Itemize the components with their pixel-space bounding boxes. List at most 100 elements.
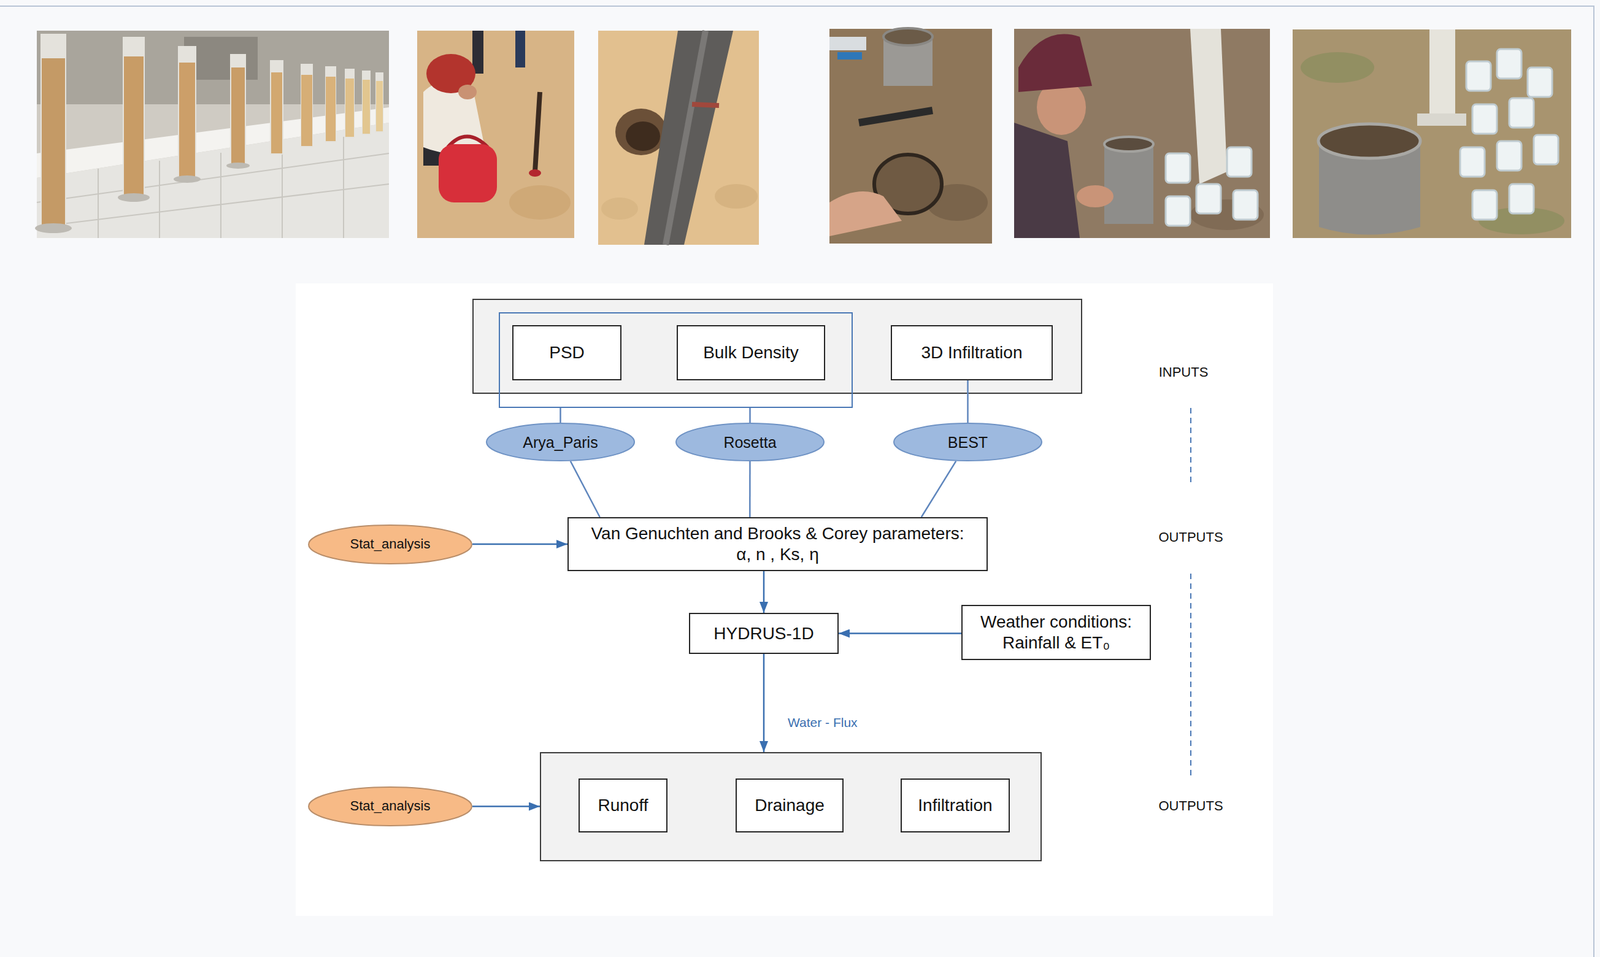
photo-detail [509, 185, 571, 220]
analysis-ellipse: Stat_analysis [307, 524, 473, 565]
process-box: PSD [512, 325, 622, 381]
photo-detail [325, 76, 336, 142]
photo-detail [883, 28, 933, 46]
photo-detail [1429, 29, 1456, 116]
photo-detail [665, 30, 706, 245]
method-ellipse: Rosetta [675, 422, 825, 462]
group-panel: PSD Bulk Density 3D Infiltration [472, 298, 1083, 394]
photo-detail [1104, 136, 1154, 152]
photo-detail [598, 30, 759, 245]
photo-detail [325, 66, 337, 143]
photo-detail [692, 104, 720, 106]
photo-detail [361, 70, 371, 135]
process-box: Van Genuchten and Brooks & Corey paramet… [567, 517, 988, 572]
photo-detail [226, 162, 250, 169]
photo-detail [301, 74, 313, 147]
photo-detail [1472, 104, 1497, 134]
photo-detail [1018, 34, 1093, 93]
photo-detail [123, 56, 144, 196]
photo-detail [1104, 144, 1154, 224]
photo-detail [177, 46, 197, 178]
connector-line [749, 407, 751, 423]
photo-detail [345, 78, 354, 137]
edge-label: Water - Flux [785, 715, 860, 731]
ellipse-shape [676, 423, 824, 461]
section-label: INPUTS [1158, 364, 1209, 381]
process-box: Weather conditions: Rainfall & ET₀ [961, 604, 1151, 661]
photo-lab-cylinders [34, 30, 389, 239]
photo-detail [1014, 28, 1270, 239]
photo-detail [528, 169, 542, 177]
photo-detail [1533, 134, 1559, 165]
photo-detail [1527, 67, 1553, 97]
section-label: OUTPUTS [1158, 529, 1223, 546]
photo-detail [36, 136, 389, 239]
flow-arrow [472, 805, 540, 808]
photo-detail [1014, 122, 1080, 239]
photo-detail [1417, 113, 1467, 126]
page-frame [0, 6, 1594, 957]
connector-line [570, 461, 600, 518]
photo-detail [534, 92, 540, 172]
photo-detail [829, 191, 902, 237]
process-box: Infiltration [900, 778, 1010, 833]
analysis-ellipse: Stat_analysis [307, 786, 473, 827]
connector-line [921, 461, 957, 518]
connector-line [559, 407, 562, 423]
photo-detail [1318, 123, 1421, 159]
connector-line [966, 380, 969, 423]
photo-detail [344, 68, 355, 139]
photo-detail [438, 144, 497, 203]
node-label: Stat_analysis [350, 536, 431, 553]
photo-detail [117, 193, 150, 202]
photo-detail [1472, 190, 1497, 220]
node-label: 3D Infiltration [921, 342, 1023, 364]
photo-detail [644, 30, 734, 245]
photo-detail [858, 110, 933, 123]
group-outline: PSD Bulk Density [498, 312, 853, 408]
node-label: Bulk Density [703, 342, 799, 364]
node-label: PSD [549, 342, 585, 364]
photo-detail [458, 84, 477, 100]
flow-arrow [472, 543, 568, 546]
flow-arrow [838, 632, 962, 635]
photo-detail [1292, 29, 1572, 239]
node-label: Rosetta [723, 433, 777, 452]
photo-detail [1190, 28, 1227, 185]
node-label: Stat_analysis [350, 798, 431, 815]
photo-detail [300, 63, 313, 148]
photo-detail [1496, 49, 1522, 79]
process-box: Drainage [735, 778, 844, 833]
ellipse-shape [893, 423, 1042, 461]
node-label: Arya_Paris [522, 433, 598, 452]
photo-detail [1076, 185, 1114, 208]
process-box: Bulk Density [676, 325, 826, 381]
photo-ring-placement [829, 28, 993, 244]
photo-detail [41, 58, 66, 226]
photo-detail [34, 223, 72, 234]
diagram-panel [295, 283, 1274, 916]
photo-infiltrometer [1014, 28, 1270, 239]
dashed-divider [1190, 407, 1192, 487]
photo-detail [837, 52, 862, 60]
ellipse-shape [308, 787, 472, 826]
ellipse-shape [486, 423, 635, 461]
photo-detail [1196, 184, 1221, 214]
photo-detail [1496, 141, 1522, 171]
photo-detail [179, 62, 196, 177]
photo-detail [36, 30, 389, 239]
section-label: OUTPUTS [1158, 798, 1223, 815]
node-label: Weather conditions: Rainfall & ET₀ [977, 611, 1135, 653]
method-ellipse: Arya_Paris [485, 422, 635, 462]
photo-detail [231, 67, 245, 164]
photo-detail [1226, 147, 1252, 177]
process-box: Runoff [578, 778, 668, 833]
photo-detail [376, 80, 383, 132]
photo-detail [615, 108, 667, 156]
node-label: Drainage [754, 795, 825, 816]
photo-detail [1460, 147, 1485, 177]
node-label: BEST [947, 433, 988, 452]
group-panel: Runoff Drainage Infiltration [539, 752, 1042, 862]
